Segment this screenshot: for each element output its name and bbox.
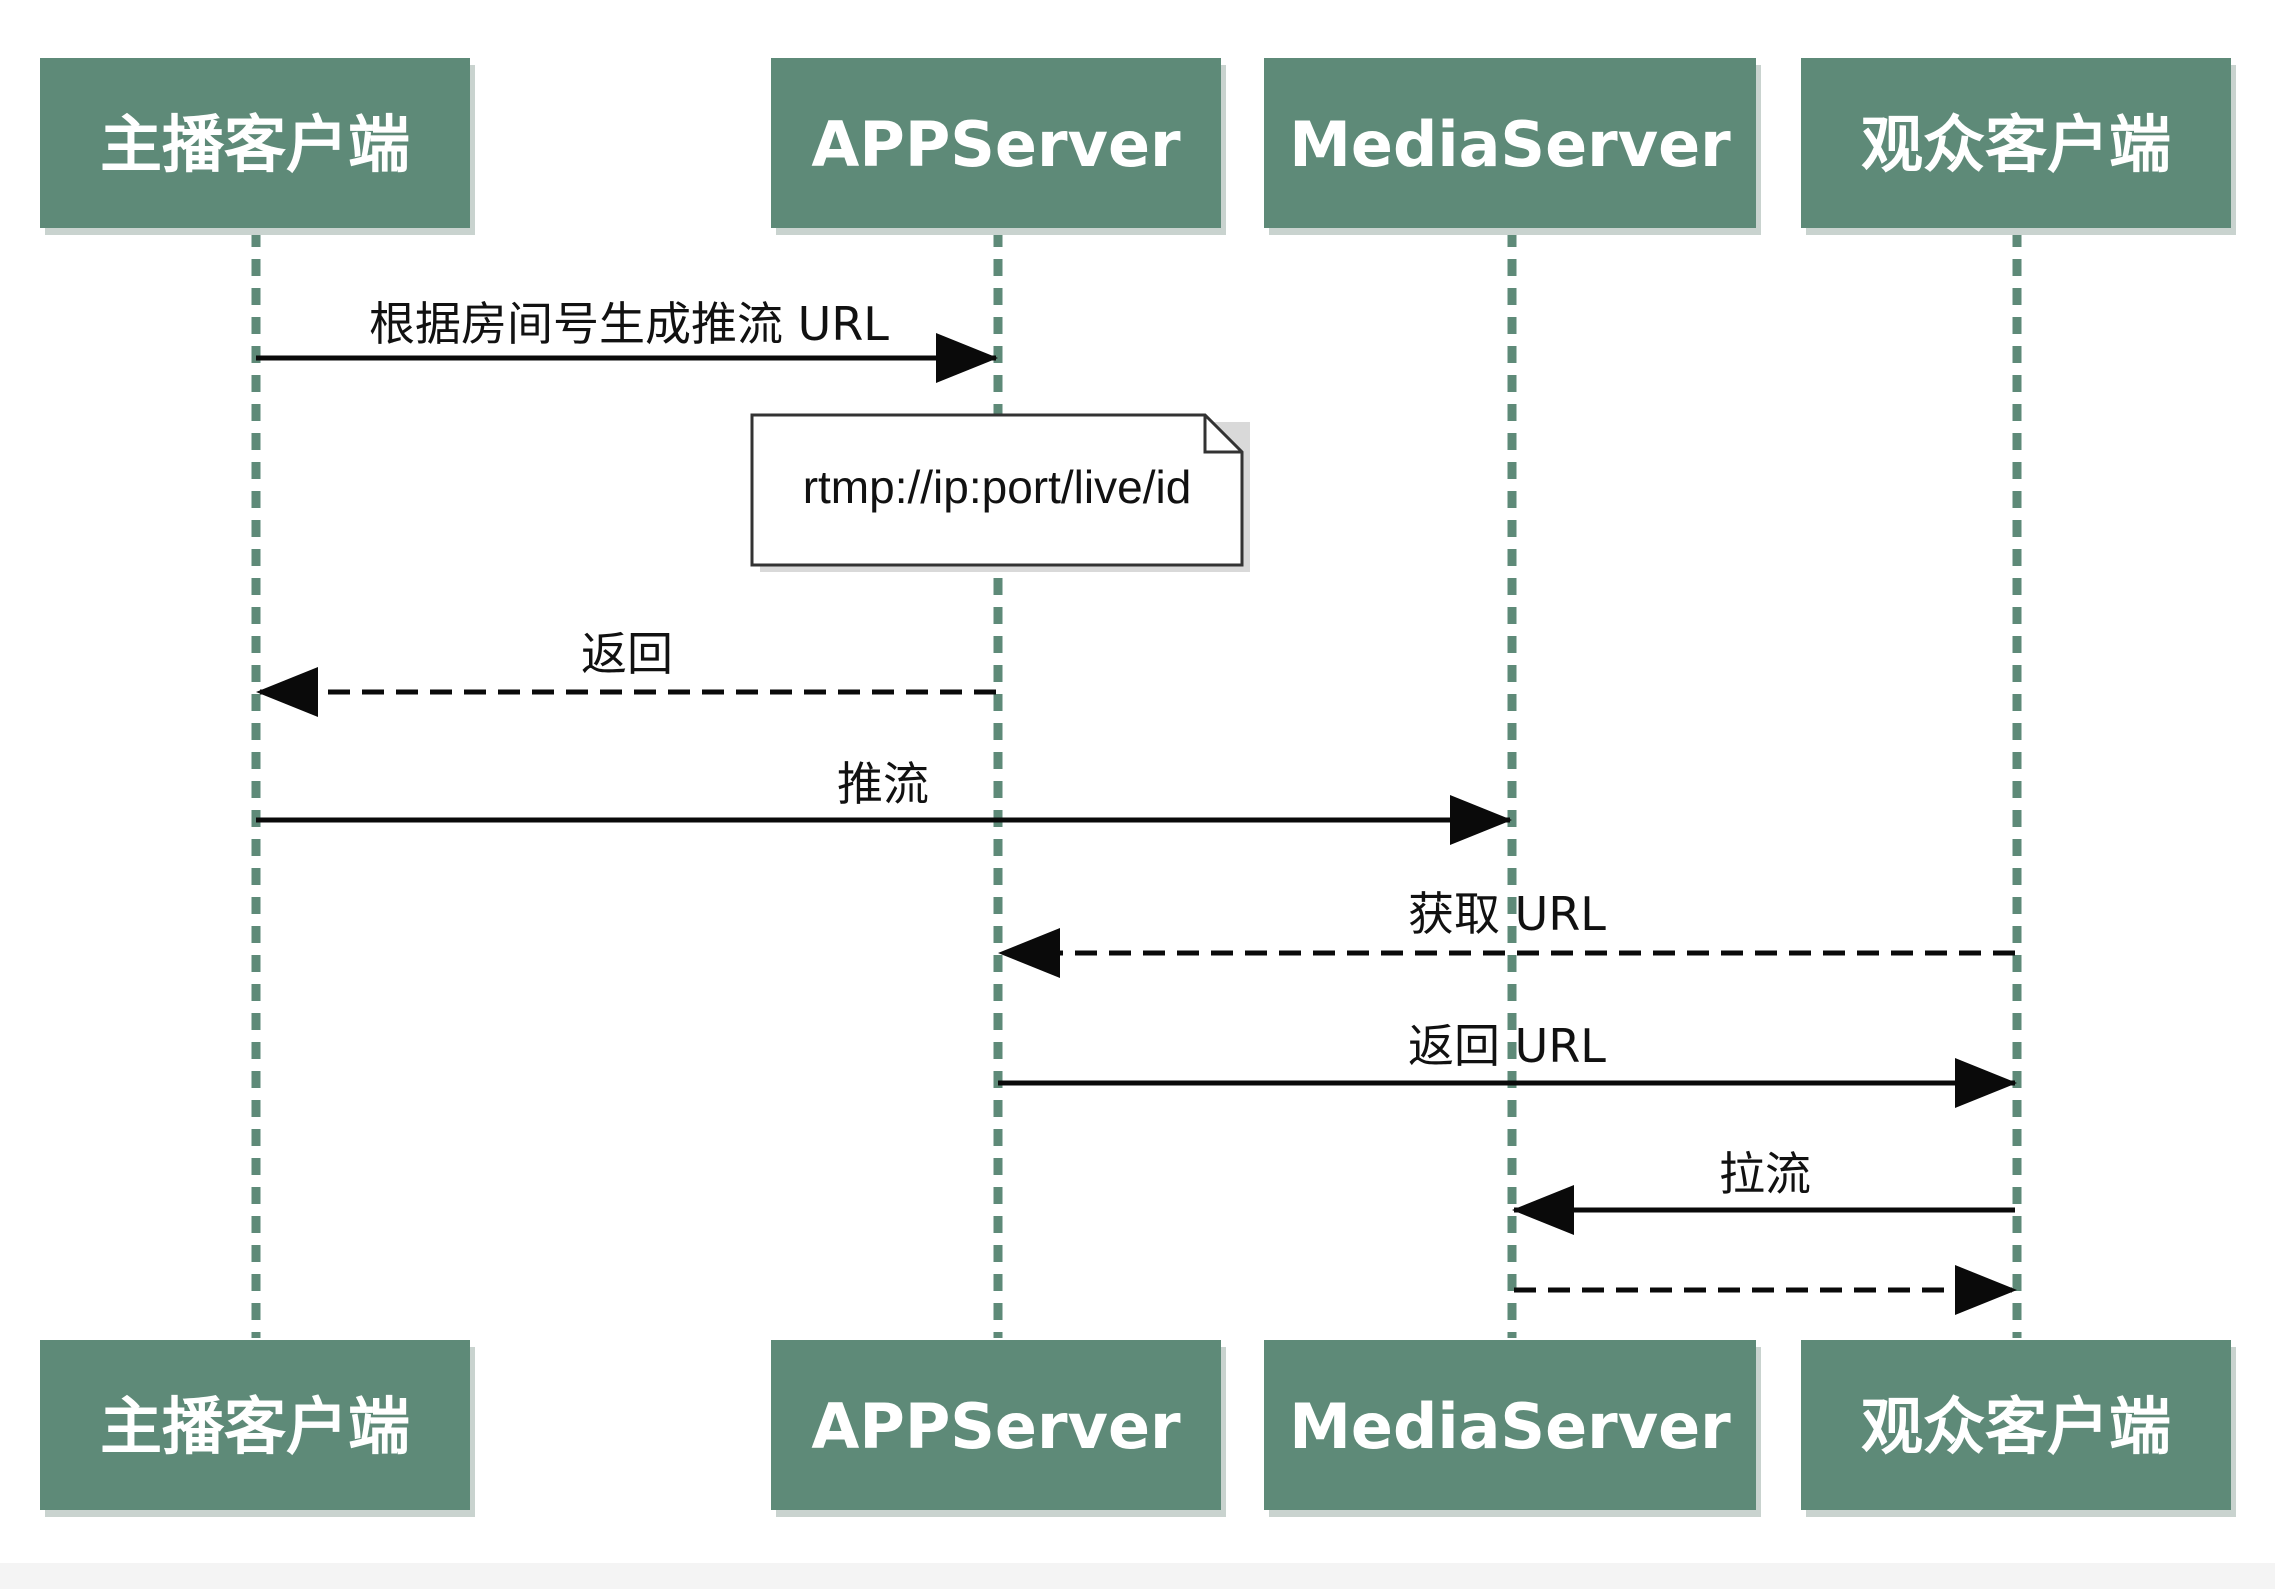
actor-label: 观众客户端 (1861, 1390, 2171, 1463)
note-text: rtmp://ip:port/live/id (803, 461, 1192, 513)
actor-label: APPServer (811, 1390, 1181, 1463)
actor-label: 观众客户端 (1861, 108, 2171, 181)
message-return: 返回 (256, 627, 996, 717)
actor-bottom-app: APPServer (771, 1340, 1226, 1517)
message-label: 返回 (581, 627, 673, 681)
message-label: 推流 (837, 757, 929, 811)
message-label: 返回 URL (1408, 1019, 1606, 1073)
actor-top-host: 主播客户端 (40, 58, 475, 235)
actor-label: MediaServer (1289, 108, 1731, 181)
actor-top-media: MediaServer (1264, 58, 1761, 235)
message-return-url: 返回 URL (998, 1019, 2017, 1108)
message-get-url: 获取 URL (998, 887, 2015, 978)
message-label: 拉流 (1719, 1147, 1811, 1201)
note-rtmp-url: rtmp://ip:port/live/id (750, 413, 1250, 572)
actor-label: MediaServer (1289, 1390, 1731, 1463)
message-generate-url: 根据房间号生成推流 URL (256, 297, 998, 383)
message-push-stream: 推流 (256, 757, 1512, 845)
bottom-strip (0, 1563, 2275, 1589)
message-label: 获取 URL (1408, 887, 1606, 941)
message-pull-stream: 拉流 (1512, 1147, 2015, 1235)
actor-label: 主播客户端 (100, 1390, 410, 1463)
message-label: 根据房间号生成推流 URL (369, 297, 889, 351)
actor-bottom-viewer: 观众客户端 (1801, 1340, 2236, 1517)
actor-top-app: APPServer (771, 58, 1226, 235)
actor-bottom-media: MediaServer (1264, 1340, 1761, 1517)
actor-top-viewer: 观众客户端 (1801, 58, 2236, 235)
actor-label: 主播客户端 (100, 108, 410, 181)
actor-label: APPServer (811, 108, 1181, 181)
actor-bottom-host: 主播客户端 (40, 1340, 475, 1517)
